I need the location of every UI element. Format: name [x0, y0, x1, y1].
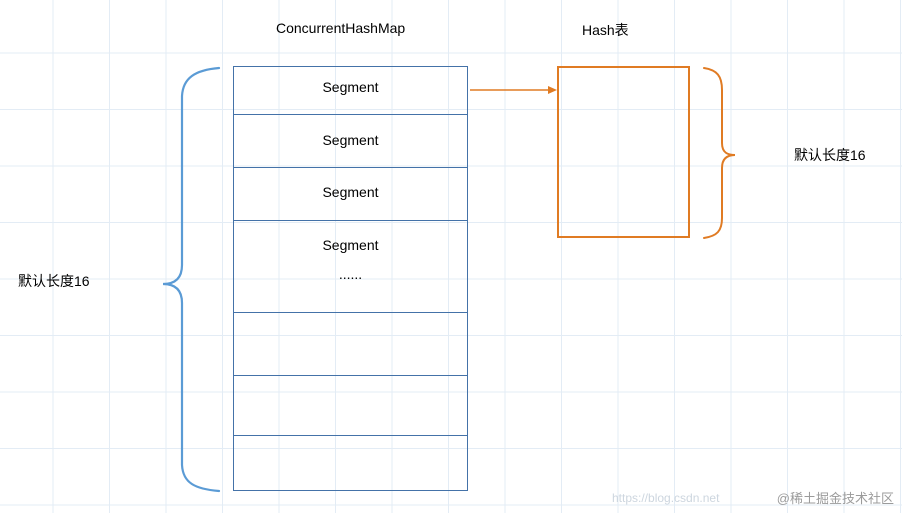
concurrenthashmap-box [233, 66, 468, 491]
right-brace-label: 默认长度16 [794, 147, 866, 163]
left-brace-label: 默认长度16 [18, 273, 90, 289]
segment-label: Segment [322, 237, 379, 253]
left-brace [162, 66, 221, 493]
right-brace [703, 67, 736, 239]
chm-row-divider [233, 220, 468, 221]
chm-row-divider [233, 114, 468, 115]
title-concurrenthashmap: ConcurrentHashMap [276, 20, 406, 36]
segment-ellipsis: ...... [338, 266, 363, 282]
hash-table-box [557, 66, 690, 238]
segment-label: Segment [322, 79, 379, 95]
segment-label: Segment [322, 184, 379, 200]
chm-row-divider [233, 167, 468, 168]
title-hash-table: Hash表 [582, 22, 629, 38]
segment-to-hash-arrow-head [548, 86, 557, 94]
watermark-text: @稀土掘金技术社区 [776, 491, 894, 506]
watermark-url: https://blog.csdn.net [612, 491, 720, 505]
chm-row-divider [233, 312, 468, 313]
chm-row-divider [233, 435, 468, 436]
chm-row-divider [233, 375, 468, 376]
segment-label: Segment [322, 132, 379, 148]
